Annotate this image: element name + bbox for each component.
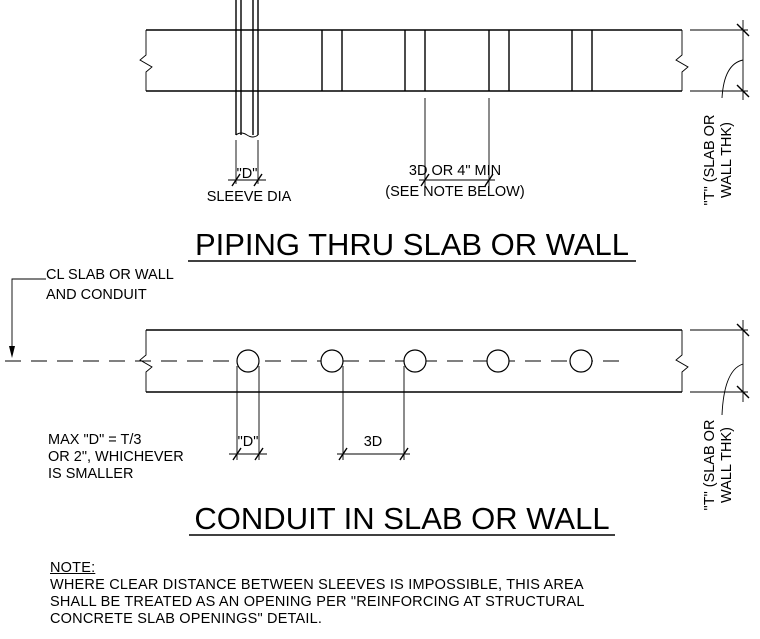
note-line-3: CONCRETE SLAB OPENINGS" DETAIL. (50, 611, 323, 627)
cl-arrowhead (9, 346, 15, 358)
break-line-right (675, 30, 689, 91)
sleeve-dim-line (228, 140, 266, 187)
break-line-left (139, 30, 153, 91)
conduit-spacing-text: 3D (364, 434, 383, 450)
spacing-label-2: (SEE NOTE BELOW) (385, 184, 524, 200)
note-line-2: SHALL BE TREATED AS AN OPENING PER "REIN… (50, 594, 585, 610)
conduit-spacing-dim (337, 366, 410, 461)
conduit-5 (569, 349, 593, 373)
slab-section-top: "D" SLEEVE DIA 3D OR 4" MIN (SEE NOTE BE… (139, 0, 750, 262)
thickness-label-bottom-1: "T" (SLAB OR (702, 420, 718, 511)
pipe-sleeve (235, 0, 259, 138)
sleeve-pair-3 (488, 30, 510, 91)
max-d-label-2: OR 2", WHICHEVER (48, 449, 184, 465)
sleeve-dia-label: SLEEVE DIA (207, 189, 292, 205)
sleeve-dim-text: "D" (237, 166, 258, 182)
conduit-3 (403, 349, 427, 373)
sleeve-pair-1 (321, 30, 343, 91)
thickness-dim-top (690, 20, 750, 100)
top-detail-title: PIPING THRU SLAB OR WALL (195, 227, 629, 262)
max-d-label-3: IS SMALLER (48, 466, 133, 482)
conduit-dim-line (229, 366, 267, 461)
general-note: NOTE: WHERE CLEAR DISTANCE BETWEEN SLEEV… (50, 560, 750, 628)
spacing-dim-line (419, 98, 495, 190)
conduit-dim-text: "D" (238, 434, 259, 450)
conduit-2 (320, 349, 344, 373)
conduit-4 (486, 349, 510, 373)
thickness-label-top-1: "T" (SLAB OR (702, 115, 718, 206)
cl-label-2: AND CONDUIT (46, 287, 147, 303)
max-d-label-1: MAX "D" = T/3 (48, 432, 141, 448)
note-heading: NOTE: (50, 560, 96, 576)
break-line-left-bottom (139, 330, 153, 392)
bottom-detail-title: CONDUIT IN SLAB OR WALL (194, 501, 609, 536)
cl-leader (11, 278, 46, 352)
slab-section-bottom: CL SLAB OR WALL AND CONDUIT "D" 3D MAX "… (5, 267, 750, 536)
thickness-label-top-2: WALL THK) (719, 122, 735, 198)
conduit-1 (236, 349, 260, 373)
note-line-1: WHERE CLEAR DISTANCE BETWEEN SLEEVES IS … (50, 577, 584, 593)
thickness-label-bottom-2: WALL THK) (719, 427, 735, 503)
sleeve-pair-4 (571, 30, 593, 91)
thickness-dim-bottom (690, 320, 750, 416)
spacing-label-1: 3D OR 4" MIN (409, 163, 501, 179)
sleeve-pair-2 (404, 30, 426, 91)
break-line-right-bottom (675, 330, 689, 392)
cl-label-1: CL SLAB OR WALL (46, 267, 174, 283)
